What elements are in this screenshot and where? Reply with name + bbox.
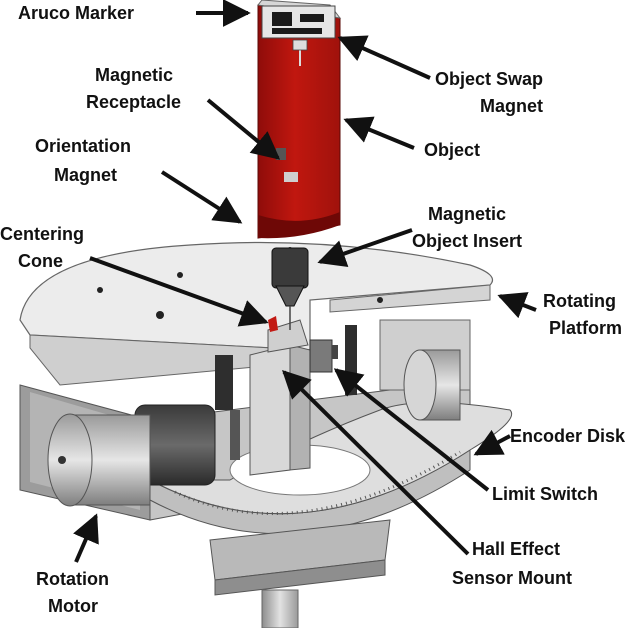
labels: Aruco Marker Object Swap Magnet Magnetic… [0,3,626,616]
label-orientation-magnet-line1: Orientation [35,136,131,156]
rotation-motor [47,404,216,507]
label-magnetic-receptacle-line2: Receptacle [86,92,181,112]
arrow-hall-effect [282,370,470,556]
object-swap-magnet [292,39,308,66]
arrow-magnetic-object-insert [317,228,413,267]
arrow-rotation-motor [73,513,99,563]
label-rotating-platform-line2: Platform [549,318,622,338]
label-magnetic-object-insert-line2: Object Insert [412,231,522,251]
arrow-object-swap-magnet [337,35,431,80]
centering-cone [267,316,309,353]
lower-bracket [209,519,391,628]
label-hall-effect-line1: Hall Effect [472,539,560,559]
callout-arrows [73,0,537,563]
label-limit-switch: Limit Switch [492,484,598,504]
label-magnetic-object-insert-line1: Magnetic [428,204,506,224]
label-encoder-disk: Encoder Disk [510,426,626,446]
label-rotating-platform-line1: Rotating [543,291,616,311]
arrow-object [343,116,415,150]
arrow-centering-cone [89,256,269,327]
label-hall-effect-line2: Sensor Mount [452,568,572,588]
magnetic-object-insert [271,247,309,330]
aruco-marker [261,5,336,39]
right-roller [403,349,461,421]
label-rotation-motor-line2: Motor [48,596,98,616]
label-rotation-motor-line1: Rotation [36,569,109,589]
hall-effect-sensor-mount [249,344,311,476]
rotating-platform [19,241,494,386]
arrow-encoder-disk [473,429,511,456]
arrow-magnetic-receptacle [206,98,281,160]
encoder-disk [149,402,512,535]
label-aruco-marker: Aruco Marker [18,3,134,23]
arrow-rotating-platform [497,292,537,319]
label-orientation-magnet-line2: Magnet [54,165,117,185]
label-centering-cone-line2: Cone [18,251,63,271]
arrow-limit-switch [333,368,490,492]
label-magnetic-receptacle-line1: Magnetic [95,65,173,85]
label-object-swap-magnet-line2: Magnet [480,96,543,116]
label-object: Object [424,140,480,160]
arrow-orientation-magnet [160,170,243,224]
label-object-swap-magnet-line1: Object Swap [435,69,543,89]
limit-switch [309,339,338,373]
label-centering-cone-line1: Centering [0,224,84,244]
